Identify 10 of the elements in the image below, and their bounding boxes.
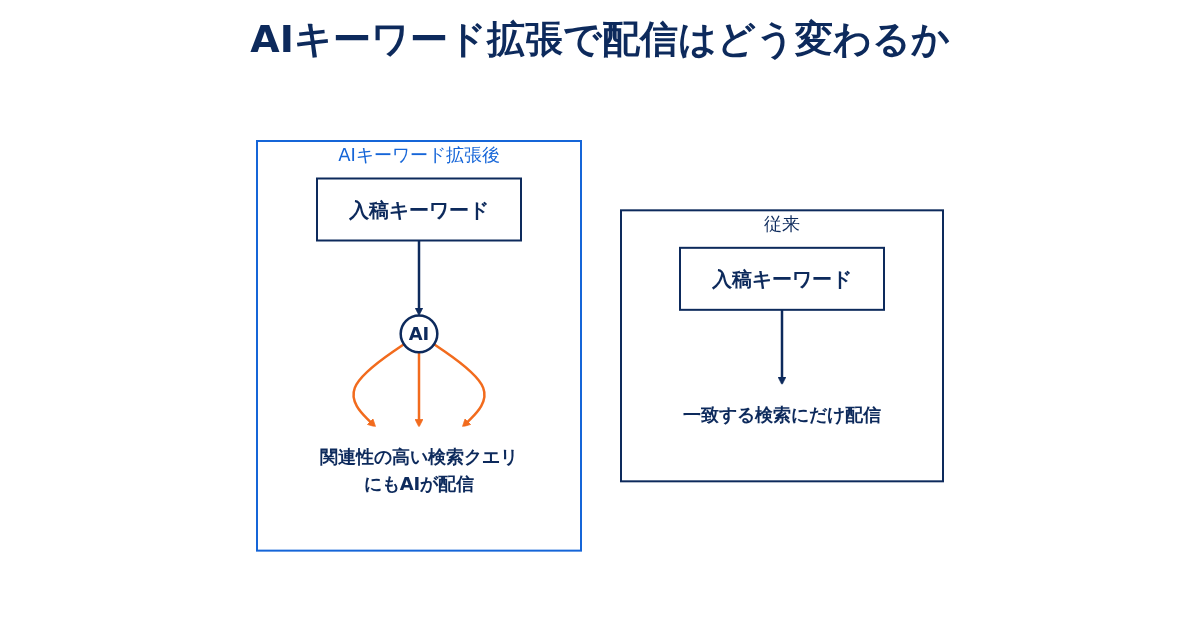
node-box: 入稿キーワード <box>679 247 885 311</box>
node-circle: AI <box>399 314 439 354</box>
node-box: 入稿キーワード <box>316 177 522 242</box>
arrow <box>433 343 486 428</box>
arrow <box>777 310 787 386</box>
node-text: 関連性の高い検索クエリにもAIが配信 <box>320 446 518 495</box>
arrow <box>352 343 405 428</box>
arrow <box>414 352 424 428</box>
node-text: 一致する検索にだけ配信 <box>683 403 881 425</box>
title: AIキーワード拡張で配信はどう変わるか <box>249 16 951 63</box>
